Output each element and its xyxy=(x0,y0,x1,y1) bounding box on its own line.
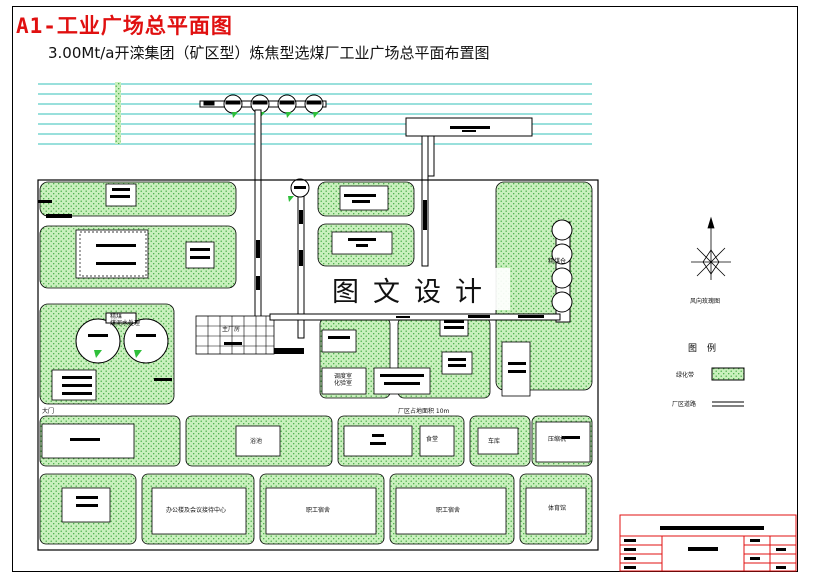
office-label: 办公楼及会议接待中心 xyxy=(166,507,227,514)
canteen-label: 食堂 xyxy=(426,436,439,443)
main-plant-grid xyxy=(196,316,274,354)
nameplates xyxy=(38,188,580,507)
watermark-stamp: 图文设计 xyxy=(318,268,510,310)
wind-rose-label: 风向玫瑰图 xyxy=(690,298,721,305)
dispatch-label: 调度室 化验室 xyxy=(334,373,353,387)
legend-item-green: 绿化带 xyxy=(676,372,695,379)
gate-label: 大门 xyxy=(42,408,55,415)
right-silos xyxy=(551,219,573,323)
silos-label: 精煤仓 xyxy=(548,258,567,265)
legend-title: 图例 xyxy=(688,344,727,354)
boundary-note: 厂区占地面积 10m xyxy=(398,408,450,415)
track-green-strip xyxy=(115,82,121,144)
legend-item-road: 厂区道路 xyxy=(672,401,697,408)
wind-rose-symbol xyxy=(691,216,731,280)
thickeners xyxy=(75,312,169,364)
compressor-label: 压缩机 xyxy=(548,436,567,443)
drawing-subtitle: 3.00Mt/a开滦集团（矿区型）炼焦型选煤厂工业广场总平面布置图 xyxy=(48,44,490,62)
drawing-border xyxy=(12,6,798,572)
title-block xyxy=(619,514,797,572)
gym-label: 体育馆 xyxy=(548,505,567,512)
site-boundary xyxy=(37,179,599,551)
prep-label: 精煤 煤泥水处理 xyxy=(110,313,141,327)
top-silo-conveyor xyxy=(199,94,327,114)
main-plant-label: 主厂房 xyxy=(222,326,241,333)
belt-corridor xyxy=(269,313,561,321)
dorm1-label: 职工宿舍 xyxy=(306,507,331,514)
bath-label: 浴池 xyxy=(250,438,263,445)
garage-label: 车库 xyxy=(488,438,501,445)
silo-arrows xyxy=(232,112,319,118)
dorm2-label: 职工宿舍 xyxy=(436,507,461,514)
left-plant-zone xyxy=(79,231,147,277)
legend-swatch-green xyxy=(711,367,745,381)
drawing-title: A1-工业广场总平面图 xyxy=(16,14,233,38)
